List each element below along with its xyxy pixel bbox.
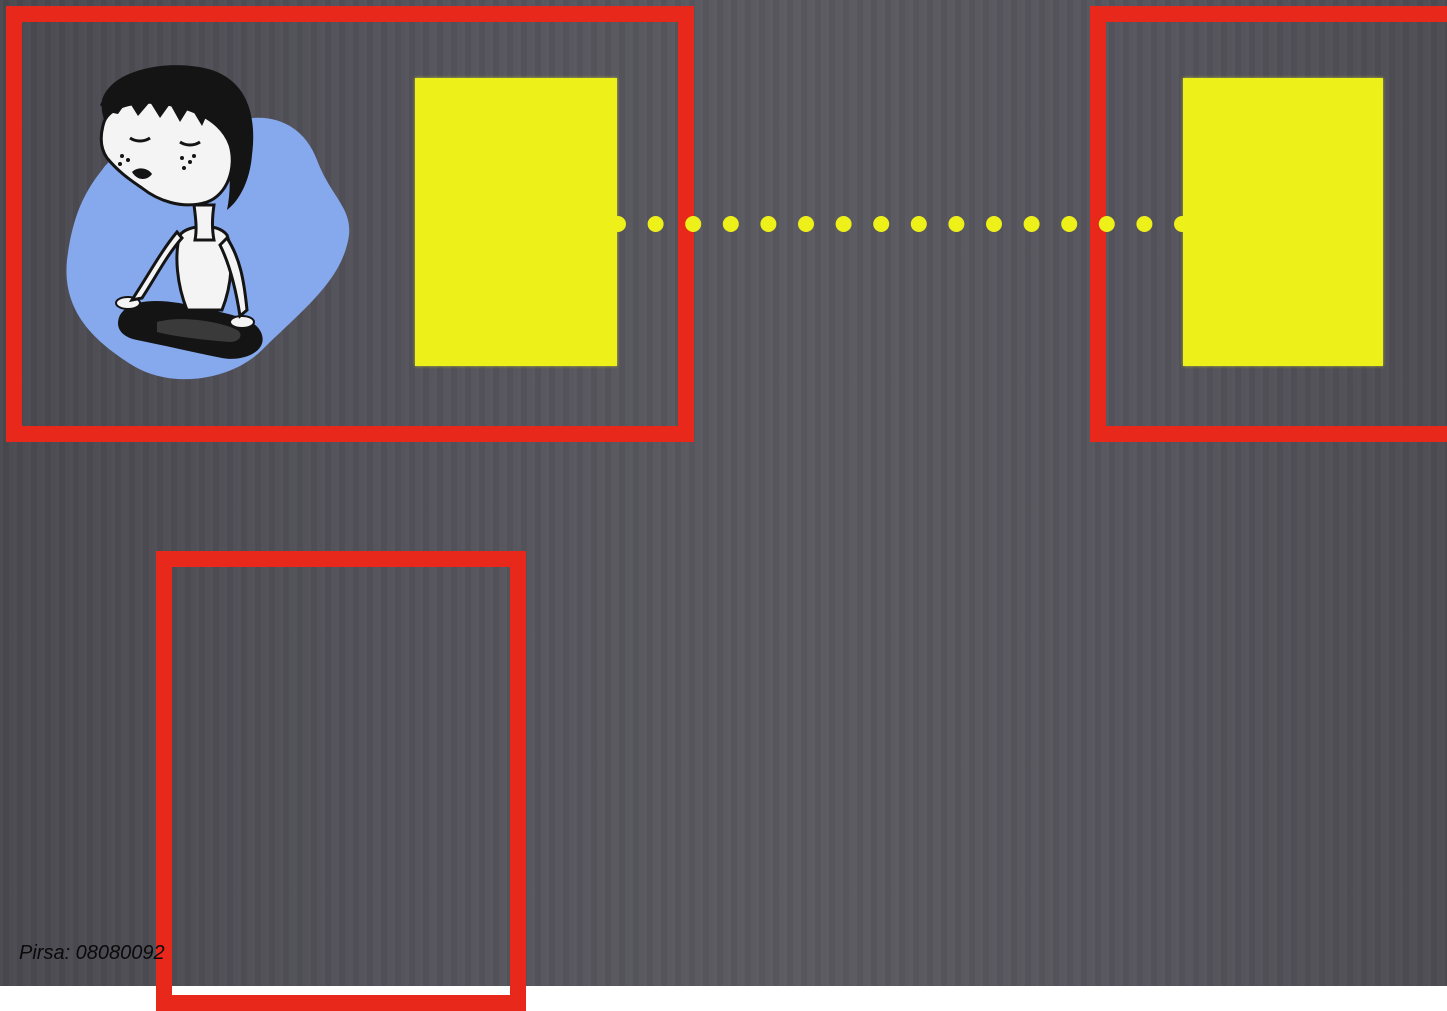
connector-dot: [798, 216, 814, 232]
slide-canvas: Pirsa: 08080092: [0, 0, 1447, 986]
yellow-block-left: [415, 78, 617, 366]
connector-dot: [760, 216, 776, 232]
meditating-person-icon: [62, 60, 357, 390]
connector-dot: [1024, 216, 1040, 232]
frame-bottom-left: [156, 551, 526, 1011]
connector-dot: [836, 216, 852, 232]
connector-dot: [986, 216, 1002, 232]
connector-dot: [948, 216, 964, 232]
connector-dot: [723, 216, 739, 232]
connector-dot: [911, 216, 927, 232]
connector-dot: [1061, 216, 1077, 232]
connector-dot: [873, 216, 889, 232]
yellow-block-right: [1183, 78, 1383, 366]
pirsa-label: Pirsa: 08080092: [19, 942, 165, 965]
